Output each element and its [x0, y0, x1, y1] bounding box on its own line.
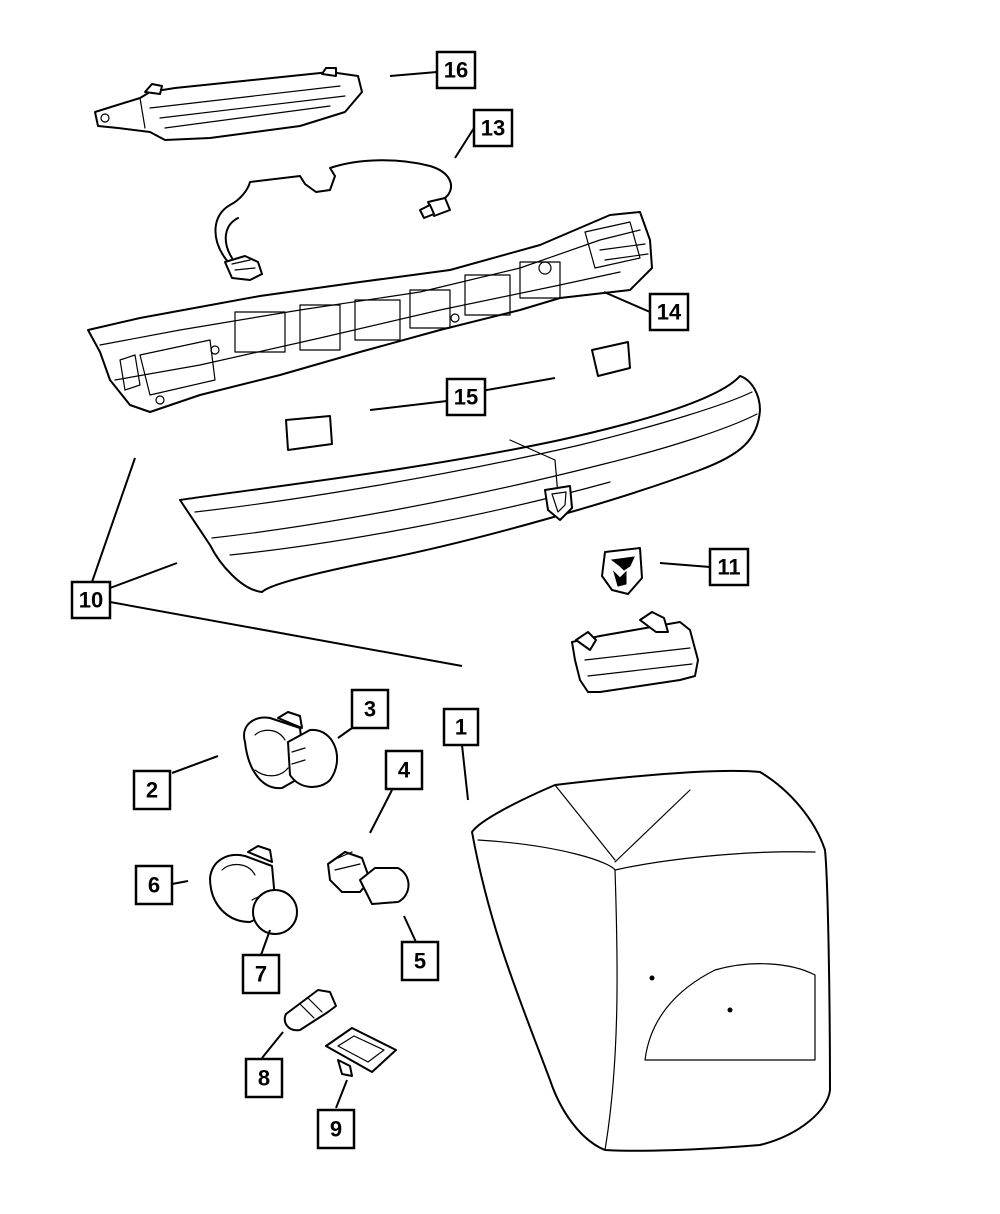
part-5-bulb: [359, 867, 410, 905]
part-3-bulb: [287, 728, 339, 788]
callout-10-label: 10: [79, 588, 103, 613]
part-13-wiring-harness: [214, 159, 452, 281]
callout-8: 8: [244, 1057, 284, 1099]
callout-9: 9: [316, 1108, 356, 1150]
callout-10: 10: [70, 580, 112, 620]
callout-1: 1: [442, 707, 480, 747]
part-1-tail-lamp: [471, 769, 831, 1152]
callout-3: 3: [350, 688, 390, 730]
part-7-bulb: [251, 889, 298, 935]
callout-11-label: 11: [717, 555, 740, 580]
callout-16: 16: [435, 50, 477, 90]
callout-13-label: 13: [481, 116, 505, 141]
part-10-applique: [179, 375, 761, 593]
callout-3-label: 3: [364, 697, 376, 722]
part-8-bulb: [283, 989, 337, 1032]
callout-4-label: 4: [398, 758, 411, 783]
part-15-pads: [285, 341, 631, 451]
part-14-bracket: [87, 211, 653, 413]
callout-13: 13: [472, 108, 514, 148]
callout-4: 4: [384, 749, 424, 791]
part-11-emblem: [601, 547, 643, 595]
part-9-license-lamp: [325, 1027, 397, 1077]
liftgate-handle: [571, 611, 699, 693]
callout-14-label: 14: [657, 300, 682, 325]
callout-6-label: 6: [148, 873, 160, 898]
callout-11: 11: [708, 547, 750, 587]
callout-7: 7: [241, 953, 281, 995]
callout-8-label: 8: [258, 1066, 270, 1091]
callout-2-label: 2: [146, 778, 158, 803]
callout-14: 14: [648, 292, 690, 332]
callout-2: 2: [132, 769, 172, 811]
callout-9-label: 9: [330, 1117, 342, 1142]
callout-7-label: 7: [255, 962, 267, 987]
callout-1-label: 1: [455, 715, 467, 740]
callout-16-label: 16: [444, 58, 468, 83]
callout-15: 15: [445, 377, 487, 417]
callout-15-label: 15: [454, 385, 478, 410]
part-16-stop-lamp: [94, 67, 363, 141]
callout-6: 6: [134, 864, 174, 906]
callout-5: 5: [400, 940, 440, 982]
callout-5-label: 5: [414, 949, 426, 974]
